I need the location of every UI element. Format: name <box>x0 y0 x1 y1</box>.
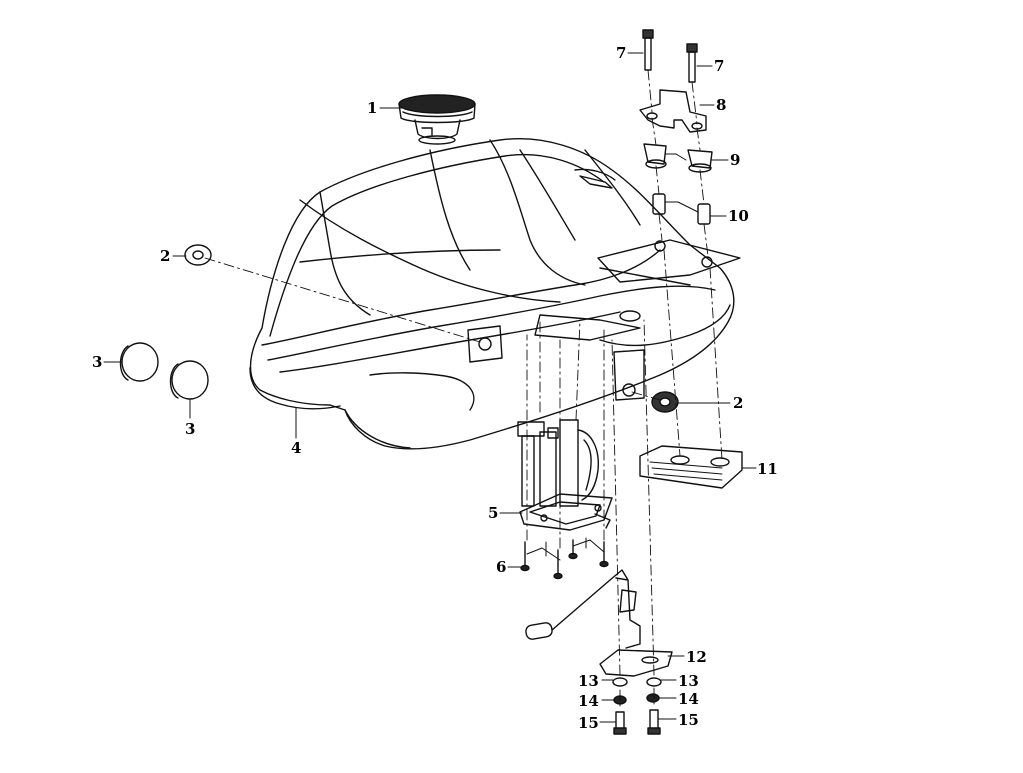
callout-12: 12 <box>686 648 707 666</box>
callout-1: 1 <box>367 99 377 117</box>
callout-3-bottom: 3 <box>185 420 195 438</box>
assembly-lines <box>204 69 723 711</box>
callout-3-left: 3 <box>92 353 102 371</box>
caps-pair <box>119 342 209 400</box>
bolts-15 <box>613 709 661 735</box>
spacers <box>652 193 711 225</box>
callout-2-right: 2 <box>733 394 743 412</box>
callout-13-right: 13 <box>678 672 699 690</box>
callout-7-right: 7 <box>714 57 724 75</box>
callout-7-left: 7 <box>616 44 626 62</box>
callout-13-left: 13 <box>578 672 599 690</box>
callout-9: 9 <box>730 151 740 169</box>
callout-10: 10 <box>728 207 749 225</box>
grommet-right <box>651 391 679 413</box>
callout-15-right: 15 <box>678 711 699 729</box>
bracket-bolts <box>642 29 698 83</box>
callout-5: 5 <box>488 504 498 522</box>
callout-8: 8 <box>716 96 726 114</box>
callout-4: 4 <box>291 439 301 457</box>
fuel-tank <box>249 138 741 450</box>
collars <box>643 143 713 173</box>
callout-11: 11 <box>757 460 778 478</box>
nuts-14 <box>613 693 660 705</box>
fuel-pump <box>517 419 613 531</box>
fuel-sender <box>525 569 673 677</box>
callout-14-right: 14 <box>678 690 699 708</box>
washers-13 <box>612 677 662 687</box>
fuel-cap <box>398 94 476 145</box>
callout-labels: 1 2 2 3 3 4 5 6 7 7 8 9 10 11 12 13 13 1… <box>92 44 778 732</box>
bracket <box>639 89 707 133</box>
callout-2-left: 2 <box>160 247 170 265</box>
grommet-left <box>184 244 212 266</box>
callout-14-left: 14 <box>578 692 599 710</box>
leader-lines <box>103 52 757 723</box>
rubber-pad <box>639 445 743 489</box>
callout-6: 6 <box>496 558 506 576</box>
callout-15-left: 15 <box>578 714 599 732</box>
